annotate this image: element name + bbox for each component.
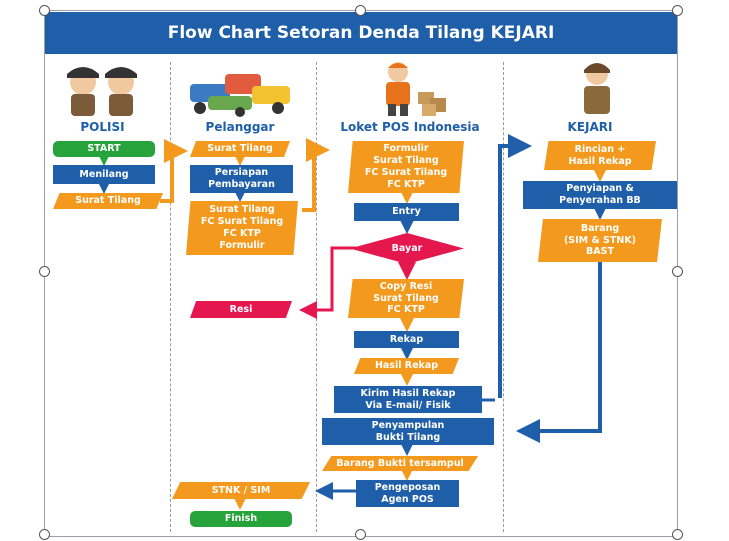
diagram-frame [44, 10, 678, 537]
pelanggar-documents-stack: Surat Tilang FC Surat Tilang FC KTP Form… [186, 201, 298, 255]
column-header-loket-pos: Loket POS Indonesia [340, 120, 480, 134]
column-header-polisi: POLISI [80, 120, 125, 134]
lane-divider-3 [503, 62, 504, 532]
barang-sim-stnk-bast-stack: Barang (SIM & STNK) BAST [538, 219, 662, 262]
postal-courier-icon [386, 62, 446, 116]
pelanggar-surat-tilang-document: Surat Tilang [190, 141, 290, 157]
lane-divider-1 [170, 62, 171, 532]
lane-divider-2 [316, 62, 317, 532]
diagram-title: Flow Chart Setoran Denda Tilang KEJARI [167, 23, 555, 43]
start-node: START [53, 141, 155, 157]
persiapan-pembayaran-step: Persiapan Pembayaran [190, 165, 293, 193]
penyiapan-penyerahan-bb-step: Penyiapan & Penyerahan BB [523, 181, 677, 209]
barang-bukti-tersampul-document: Barang Bukti tersampul [322, 456, 478, 471]
resize-handle-bottom-right[interactable] [672, 529, 683, 540]
penyampulan-bukti-tilang-step: Penyampulan Bukti Tilang [322, 418, 494, 445]
police-officers-icon [67, 67, 137, 116]
resize-handle-middle-left[interactable] [39, 266, 50, 277]
title-bar [45, 12, 677, 54]
surat-tilang-document: Surat Tilang [53, 193, 163, 209]
resize-handle-middle-right[interactable] [672, 266, 683, 277]
finish-node: Finish [190, 511, 292, 527]
column-header-kejari: KEJARI [567, 120, 613, 134]
resize-handle-bottom-center[interactable] [355, 529, 366, 540]
column-header-pelanggar: Pelanggar [205, 120, 275, 134]
resi-document: Resi [190, 301, 292, 318]
stnk-sim-document: STNK / SIM [172, 482, 310, 499]
rincian-hasil-rekap-stack: Rincian + Hasil Rekap [544, 141, 656, 170]
rekap-step: Rekap [354, 331, 459, 348]
hasil-rekap-document: Hasil Rekap [354, 358, 459, 374]
resize-handle-bottom-left[interactable] [39, 529, 50, 540]
resize-handle-top-left[interactable] [39, 5, 50, 16]
copy-resi-documents-stack: Copy Resi Surat Tilang FC KTP [348, 279, 464, 318]
entry-step: Entry [354, 203, 459, 221]
prosecutor-icon [584, 63, 610, 114]
resize-handle-top-center[interactable] [355, 5, 366, 16]
kirim-hasil-rekap-step: Kirim Hasil Rekap Via E-mail/ Fisik [334, 386, 482, 413]
loket-documents-stack: Formulir Surat Tilang FC Surat Tilang FC… [348, 141, 464, 193]
pengeposan-agen-pos-step: Pengeposan Agen POS [356, 480, 459, 507]
vehicles-pile-icon [190, 74, 290, 117]
resize-handle-top-right[interactable] [672, 5, 683, 16]
menilang-step: Menilang [53, 165, 155, 184]
